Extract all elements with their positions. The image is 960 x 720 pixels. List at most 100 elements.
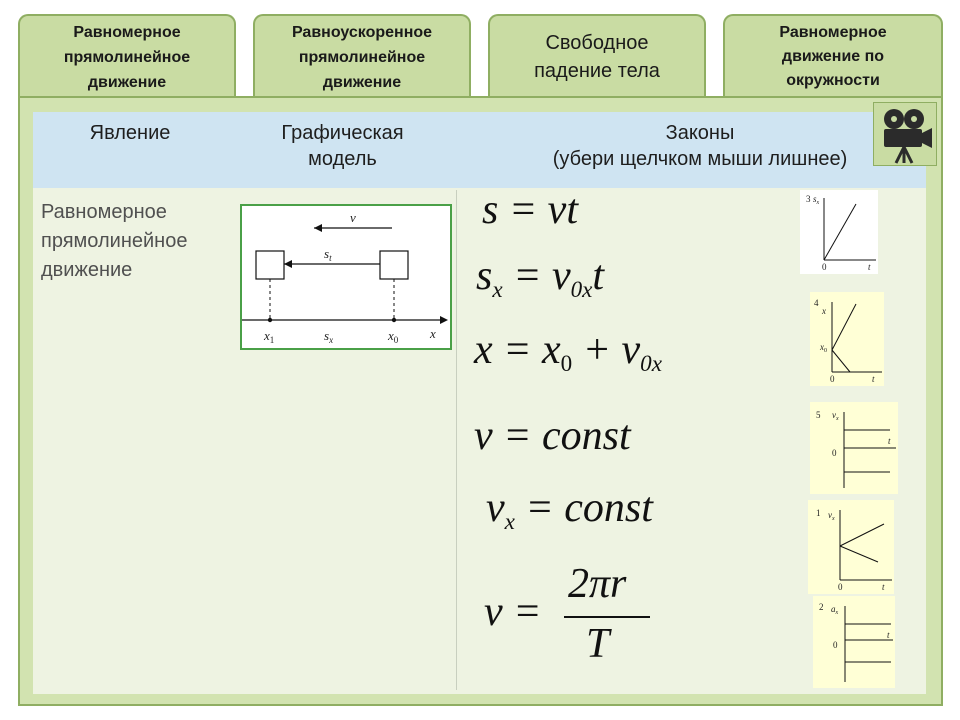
displacement-label: st xyxy=(324,246,332,263)
formula-distance[interactable]: s = vt xyxy=(482,186,578,234)
graph-line-down xyxy=(839,545,879,563)
tab-label-line: Свободное xyxy=(545,32,649,54)
graph-3-distance-time[interactable]: 3 sx 0 t xyxy=(800,190,878,274)
tab-label-line: движение xyxy=(322,73,402,91)
fraction-denominator: T xyxy=(586,621,610,667)
zero-label: 0 xyxy=(833,640,838,650)
formula-subscript: x xyxy=(492,276,503,303)
tab-label-line: прямолинейное xyxy=(63,48,191,66)
graph-line-down xyxy=(831,349,851,373)
formula-part: v xyxy=(486,485,505,531)
x-axis-label: t xyxy=(868,262,871,272)
x-axis-label: t xyxy=(882,582,885,592)
label-sx: sx xyxy=(324,328,333,345)
header-laws: Законы (убери щелчком мыши лишнее) xyxy=(500,120,900,172)
header-graphic-model: Графическая модель xyxy=(250,120,435,172)
header-model-line: Графическая xyxy=(281,122,404,144)
formula-constant-velocity[interactable]: v = const xyxy=(474,412,631,460)
phenomenon-line: движение xyxy=(41,259,133,281)
fraction-numerator: 2πr xyxy=(568,561,627,607)
velocity-arrow xyxy=(314,224,322,232)
formula-part: = v xyxy=(502,253,571,299)
formula-projection-distance[interactable]: sx = v0xt xyxy=(476,252,604,303)
formula-part: v = xyxy=(484,589,542,635)
formula-subscript: 0x xyxy=(640,350,662,377)
formula-subscript: 0x xyxy=(570,276,593,303)
velocity-label: v xyxy=(350,210,356,225)
formula-text: v = const xyxy=(474,413,631,459)
y-axis-label: vx xyxy=(832,410,839,422)
y-axis-label: x xyxy=(821,306,826,316)
tab-label-line: движение по xyxy=(781,48,885,65)
phenomenon-line: Равномерное xyxy=(41,201,167,223)
tab-uniform-circular-motion[interactable]: Равномерное движение по окружности xyxy=(723,14,943,98)
x-axis-label: t xyxy=(887,630,890,640)
origin-label: 0 xyxy=(830,374,835,384)
tab-label-line: окружности xyxy=(786,72,880,89)
x-axis-label: t xyxy=(888,436,891,446)
graph-1-velocity-time[interactable]: 1 vx 0 t xyxy=(808,500,894,594)
x-axis-label: t xyxy=(872,374,875,384)
header-phenomenon: Явление xyxy=(70,120,190,146)
graph-5-velocity-time[interactable]: 5 vx 0 t xyxy=(810,402,898,494)
formula-part: x = x xyxy=(474,327,561,373)
phenomenon-cell: Равномерное прямолинейное движение xyxy=(41,198,231,285)
tab-uniform-linear-motion[interactable]: Равномерное прямолинейное движение xyxy=(18,14,236,98)
y-axis-label: sx xyxy=(813,194,820,206)
formula-part: s xyxy=(476,253,493,299)
graph-number: 1 xyxy=(816,508,821,518)
table-body xyxy=(33,112,926,694)
column-separator xyxy=(456,190,457,690)
graph-2-acceleration-time[interactable]: 2 ax 0 t xyxy=(813,596,895,688)
header-phenomenon-text: Явление xyxy=(89,122,171,144)
graph-number: 3 xyxy=(806,194,811,204)
tab-label-line: движение xyxy=(87,73,167,91)
label-x1: x1 xyxy=(263,328,274,345)
y-axis-label: vx xyxy=(828,510,835,522)
x-axis-arrow xyxy=(440,316,448,324)
fraction-bar xyxy=(564,616,650,618)
body-end-square xyxy=(379,250,409,280)
formula-circular-velocity[interactable]: v = 2πr T xyxy=(484,560,664,670)
formula-subscript: 0 xyxy=(560,350,573,377)
formula-coordinate[interactable]: x = x0 + v0x xyxy=(474,326,662,377)
phenomenon-line: прямолинейное xyxy=(41,230,188,252)
origin-label: 0 xyxy=(838,582,843,592)
x-axis-label: x xyxy=(429,326,436,341)
header-laws-hint: (убери щелчком мыши лишнее) xyxy=(552,148,848,170)
graph-number: 5 xyxy=(816,410,821,420)
table-header-row xyxy=(33,112,926,188)
graph-4-coordinate-time[interactable]: 4 x x0 0 t xyxy=(810,292,884,386)
formula-part: t xyxy=(592,253,605,299)
formula-constant-velocity-projection[interactable]: vx = const xyxy=(486,484,653,535)
point-x1 xyxy=(267,317,273,323)
graph-line xyxy=(823,203,857,261)
tab-label-line: Равномерное xyxy=(73,23,181,41)
graph-line-up xyxy=(839,523,885,547)
tab-label-line: падение тела xyxy=(534,60,660,82)
body-start-square xyxy=(255,250,285,280)
zero-label: 0 xyxy=(832,448,837,458)
y-mark-label: x0 xyxy=(819,342,827,354)
tab-label-line: Равномерное xyxy=(779,24,887,41)
point-x0 xyxy=(391,317,397,323)
formula-subscript: x xyxy=(504,508,515,535)
graphic-model-diagram: v st x1 sx x0 x xyxy=(240,204,452,350)
formula-part: = const xyxy=(514,485,653,531)
displacement-arrow xyxy=(284,260,292,268)
graph-number: 4 xyxy=(814,298,819,308)
label-x0: x0 xyxy=(387,328,399,345)
formula-part: + v xyxy=(572,327,641,373)
graph-number: 2 xyxy=(819,602,824,612)
film-camera-icon[interactable] xyxy=(873,102,937,166)
header-model-line: модель xyxy=(308,148,377,170)
origin-label: 0 xyxy=(822,262,827,272)
tab-label-line: прямолинейное xyxy=(298,48,426,66)
tab-uniformly-accelerated-motion[interactable]: Равноускоренное прямолинейное движение xyxy=(253,14,471,98)
header-laws-line: Законы xyxy=(665,122,735,144)
formula-text: s = vt xyxy=(482,187,578,233)
tab-free-fall[interactable]: Свободное падение тела xyxy=(488,14,706,98)
y-axis-label: ax xyxy=(831,604,839,616)
tab-label-line: Равноускоренное xyxy=(291,23,433,41)
graph-line-up xyxy=(831,303,857,351)
